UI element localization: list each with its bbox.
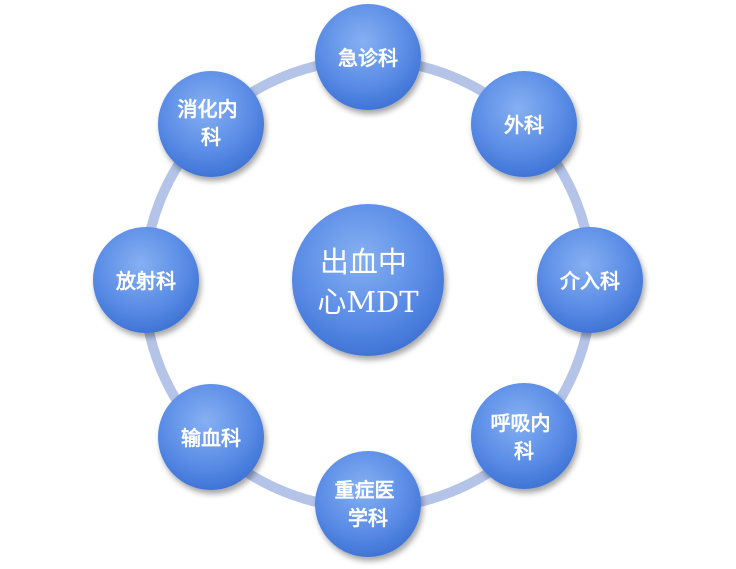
node-surgery: 外科 [471,71,577,177]
node-gastroenterology-label: 消化内 科 [178,97,245,149]
node-respiratory: 呼吸内 科 [471,383,577,489]
node-critical-care: 重症医 学科 [315,451,421,557]
node-critical-care-circle [315,451,421,557]
node-radiology-label: 放射科 [115,269,176,293]
node-gastroenterology: 消化内 科 [158,71,264,177]
node-interventional-circle [537,227,643,333]
node-gastroenterology-circle [158,71,264,177]
node-transfusion-circle [158,384,264,490]
node-critical-care-label: 重症医 学科 [335,478,402,530]
center-label-line-2: 心MDT [317,285,419,319]
node-emergency-circle [315,4,421,110]
node-interventional-label: 介入科 [559,269,620,293]
center-node-label: 出血中 心MDT [317,245,419,319]
node-surgery-label: 外科 [504,113,544,137]
node-radiology: 放射科 [93,227,199,333]
node-radiology-circle [93,227,199,333]
node-emergency-label: 急诊科 [338,46,398,70]
node-transfusion-label: 输血科 [181,426,241,450]
center-node [292,204,444,356]
node-interventional: 介入科 [537,227,643,333]
node-surgery-circle [471,71,577,177]
center-node-circle [292,204,444,356]
center-label-line-1: 出血中 [320,245,407,279]
node-respiratory-circle [471,383,577,489]
node-emergency: 急诊科 [315,4,421,110]
node-respiratory-label: 呼吸内 科 [491,411,558,463]
node-transfusion: 输血科 [158,384,264,490]
